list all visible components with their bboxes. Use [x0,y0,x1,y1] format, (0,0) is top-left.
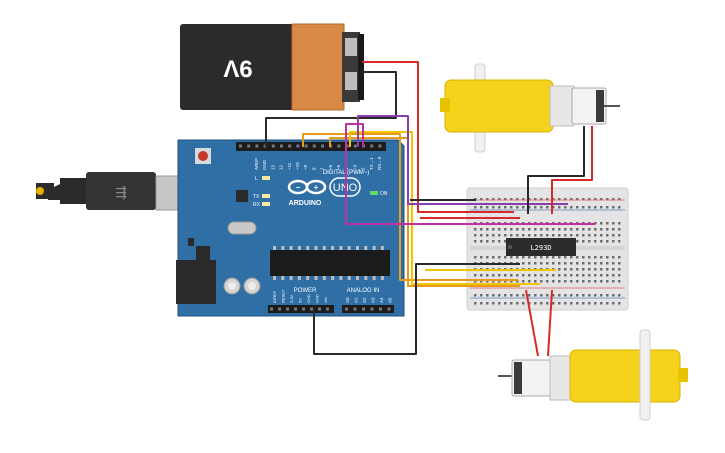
svg-text:⇶: ⇶ [115,184,127,200]
power-pin-label: GND [315,294,320,303]
chip-label: L293D [530,244,551,252]
l293d-chip[interactable]: L293D [506,238,576,256]
wires [265,61,595,357]
power-label: POWER [294,288,317,294]
digital-pin-label: ~6 [328,164,333,170]
battery-label: 9V [223,55,252,82]
digital-pin-label: RX←0 [377,156,382,170]
digital-pin-label: GND [262,159,267,170]
analog-pin-label: A2 [362,297,367,303]
svg-text:ON: ON [380,191,388,197]
svg-text:+: + [314,183,319,192]
analog-pin-label: A5 [388,297,393,303]
usb-cable: ⇶ [36,172,195,211]
arduino-logo: − + [287,179,327,195]
digital-pin-label: ~9 [303,164,308,170]
analog-pin-label: A3 [371,297,376,303]
svg-text:−: − [296,183,301,192]
digital-pin-label: 13 [270,164,275,170]
reset-button[interactable] [198,151,208,161]
wire-red-motor-top [551,126,593,214]
wire-orange-1 [302,133,518,281]
power-pin-label: Vin [323,297,328,303]
svg-text:TX: TX [253,194,260,200]
wire-black-battery [265,71,397,147]
wire-black-ground [313,263,520,355]
digital-pin-label: ~10 [295,162,300,170]
digital-pin-label: AREF [254,158,259,170]
wire-magenta [345,123,595,225]
brand-label: ARDUINO [289,200,322,207]
atmega-chip [270,250,390,276]
battery-9v[interactable]: 9V [180,23,364,111]
power-pin-label: 3.3V [289,294,294,303]
wire-yellow-1 [349,131,540,285]
wire-red-battery [362,61,514,213]
digital-pin-label: 12 [279,164,284,170]
wire-purple [357,115,568,205]
wire-red-motor-bottom-1 [525,289,539,357]
power-pin-label: GND [306,294,311,303]
digital-pin-label: ~3 [352,164,357,170]
digital-pin-label: 8 [311,167,316,170]
analog-pin-label: A0 [345,297,350,303]
analog-label: ANALOG IN [347,288,380,294]
analog-pin-label: A4 [379,297,384,303]
digital-pin-label: ~11 [287,162,292,170]
power-pin-label: 5V [298,298,303,303]
svg-text:L: L [255,176,258,182]
svg-text:RX: RX [253,202,261,208]
digital-pin-label: 2 [361,167,366,170]
power-pin-label: RESET [281,289,286,303]
wire-black-motor-top [527,126,585,214]
digital-pin-label: 7 [320,167,325,170]
analog-pin-label: A1 [354,297,359,303]
dc-motor-bottom[interactable] [498,329,688,421]
digital-pin-label: ~5 [336,164,341,170]
wire-red-motor-bottom-2 [547,289,553,357]
dc-motor-top[interactable] [440,63,620,153]
digital-pin-label: TX→1 [369,157,374,170]
breadboard-holes [474,198,621,305]
power-pin-label: IOREF [272,290,277,303]
